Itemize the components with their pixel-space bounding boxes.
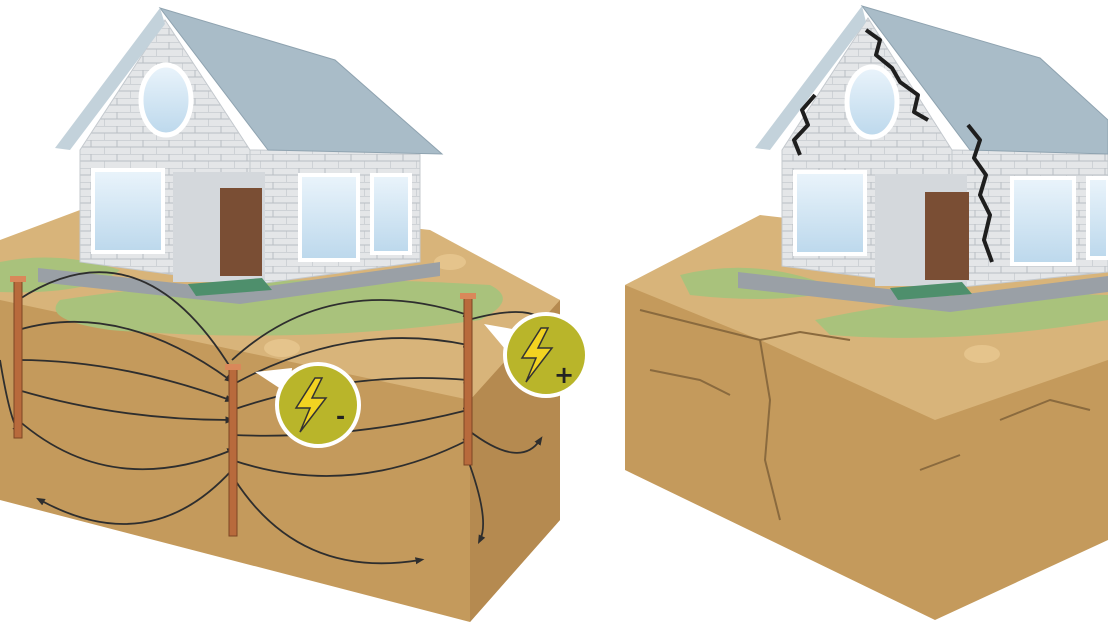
cracks <box>639 28 1091 521</box>
lightning-bolt-icon <box>294 377 328 433</box>
roof-crack <box>864 28 929 122</box>
field-line <box>467 429 543 454</box>
badge-symbol: - <box>336 405 345 430</box>
house-foundation <box>38 262 440 304</box>
house-right <box>738 5 1108 312</box>
roof <box>860 5 1108 155</box>
right-panel <box>625 5 1108 620</box>
electrode-rod <box>228 365 238 537</box>
field-line <box>17 419 237 471</box>
doormat <box>890 282 972 300</box>
field-line <box>17 320 234 383</box>
field-line <box>231 299 473 361</box>
round-window <box>844 64 900 140</box>
negative-badge: - <box>255 362 361 448</box>
electrode-rod <box>13 277 23 439</box>
electrode-rod <box>463 294 473 466</box>
electrode-1 <box>10 276 26 439</box>
badge-symbol: + <box>554 361 574 389</box>
door <box>925 192 969 280</box>
roof <box>158 7 444 155</box>
field-line <box>17 271 235 374</box>
stone <box>434 254 466 270</box>
stone <box>964 345 1000 363</box>
window <box>1010 176 1076 266</box>
window <box>793 170 867 256</box>
door <box>220 188 262 276</box>
field-line <box>231 337 473 386</box>
field-line <box>17 359 235 402</box>
field-line <box>17 389 235 424</box>
roof-edge <box>755 6 866 150</box>
electrode-3 <box>460 293 476 466</box>
house-foundation <box>738 272 1108 312</box>
round-window <box>138 62 194 138</box>
roof-edge <box>55 8 165 150</box>
house-left <box>38 7 444 304</box>
left-panel: - + <box>0 7 589 622</box>
electrode-cap <box>10 276 26 282</box>
electrode-2 <box>225 364 241 537</box>
doormat <box>188 278 272 296</box>
wall-crack-left <box>792 93 817 156</box>
grass-patch <box>815 294 1108 338</box>
positive-badge: + <box>484 312 589 398</box>
window <box>298 173 360 262</box>
field-line <box>231 437 473 477</box>
field-lines <box>0 271 552 565</box>
stone <box>264 339 300 357</box>
window <box>1086 176 1108 260</box>
field-line <box>36 469 233 525</box>
electrode-cap <box>225 364 241 370</box>
field-line <box>234 479 425 565</box>
wall-crack-right <box>966 123 994 263</box>
lightning-bolt-icon <box>520 327 554 383</box>
window <box>91 168 165 254</box>
field-line <box>467 459 486 545</box>
electrode-cap <box>460 293 476 299</box>
window <box>370 173 412 255</box>
ground-crack <box>639 309 1091 521</box>
